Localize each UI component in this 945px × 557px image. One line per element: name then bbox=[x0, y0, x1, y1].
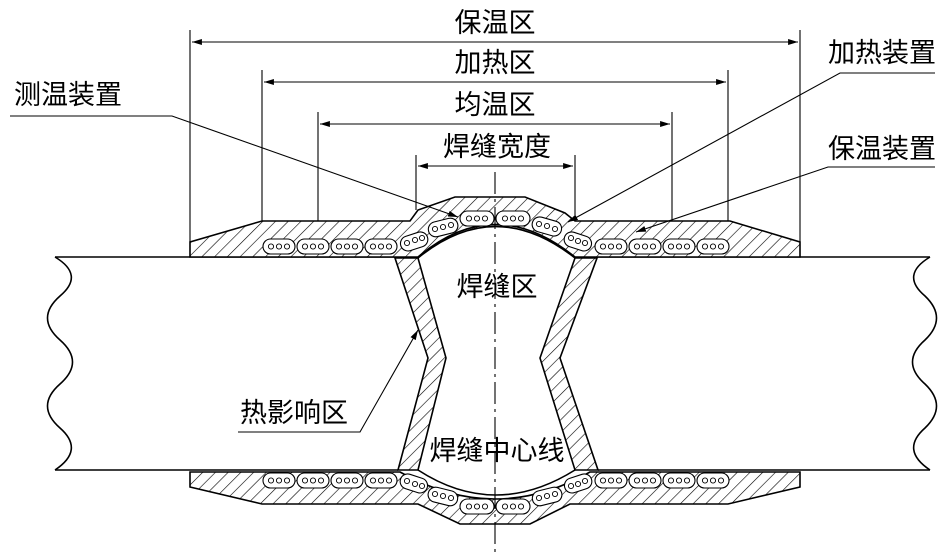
right-break-line bbox=[911, 256, 938, 471]
weld-cap-curve bbox=[417, 225, 576, 259]
top-heating-coils bbox=[262, 210, 730, 255]
bottom-heating-coils bbox=[262, 472, 730, 515]
coil-element bbox=[696, 472, 730, 489]
coil-element bbox=[399, 231, 429, 252]
leader-lines bbox=[10, 72, 935, 433]
thermometer-leader bbox=[10, 115, 459, 218]
soaking-zone-label: 均温区 bbox=[455, 90, 536, 121]
thermometer-label: 测温装置 bbox=[14, 80, 122, 111]
coil-element bbox=[459, 498, 495, 515]
heating-zone-label: 加热区 bbox=[455, 48, 536, 79]
insulation-zone-label: 保温区 bbox=[455, 8, 536, 39]
coil-element bbox=[628, 238, 662, 255]
coil-element bbox=[594, 472, 628, 489]
coil-element bbox=[495, 498, 531, 515]
coil-element bbox=[459, 210, 495, 227]
dimension-lines bbox=[192, 39, 798, 169]
coil-element bbox=[364, 472, 398, 489]
coil-element bbox=[427, 486, 459, 507]
weld-width-label: 焊缝宽度 bbox=[443, 132, 551, 163]
coil-element bbox=[531, 216, 563, 237]
extension-lines bbox=[189, 30, 801, 242]
weld-centerline-label: 焊缝中心线 bbox=[430, 436, 565, 467]
coil-element bbox=[399, 473, 429, 494]
left-break-line bbox=[46, 256, 74, 471]
coil-element bbox=[531, 486, 563, 507]
coil-element bbox=[427, 217, 459, 238]
coil-element bbox=[696, 238, 730, 255]
insulator-label: 保温装置 bbox=[828, 134, 936, 165]
haz-label: 热影响区 bbox=[240, 398, 348, 429]
coil-element bbox=[330, 472, 364, 489]
coil-element bbox=[563, 231, 593, 252]
haz-leader bbox=[238, 329, 419, 433]
heater-leader bbox=[567, 72, 935, 223]
heat-affected-zone bbox=[393, 257, 600, 471]
weld-zone-label: 焊缝区 bbox=[457, 272, 538, 303]
coil-element bbox=[594, 238, 628, 255]
coil-element bbox=[662, 238, 696, 255]
labels: 保温区 加热区 均温区 焊缝宽度 测温装置 加热装置 保温装置 焊缝区 热影响区… bbox=[14, 8, 936, 467]
weld-root-curve bbox=[417, 469, 576, 496]
heater-label: 加热装置 bbox=[828, 38, 936, 69]
coil-element bbox=[563, 473, 593, 494]
coil-element bbox=[495, 210, 531, 227]
coil-element bbox=[262, 472, 296, 489]
coil-element bbox=[364, 238, 398, 255]
coil-element bbox=[330, 238, 364, 255]
coil-element bbox=[628, 472, 662, 489]
coil-element bbox=[262, 238, 296, 255]
coil-element bbox=[296, 238, 330, 255]
coil-element bbox=[662, 472, 696, 489]
coil-element bbox=[296, 472, 330, 489]
insulator-leader bbox=[635, 166, 935, 233]
